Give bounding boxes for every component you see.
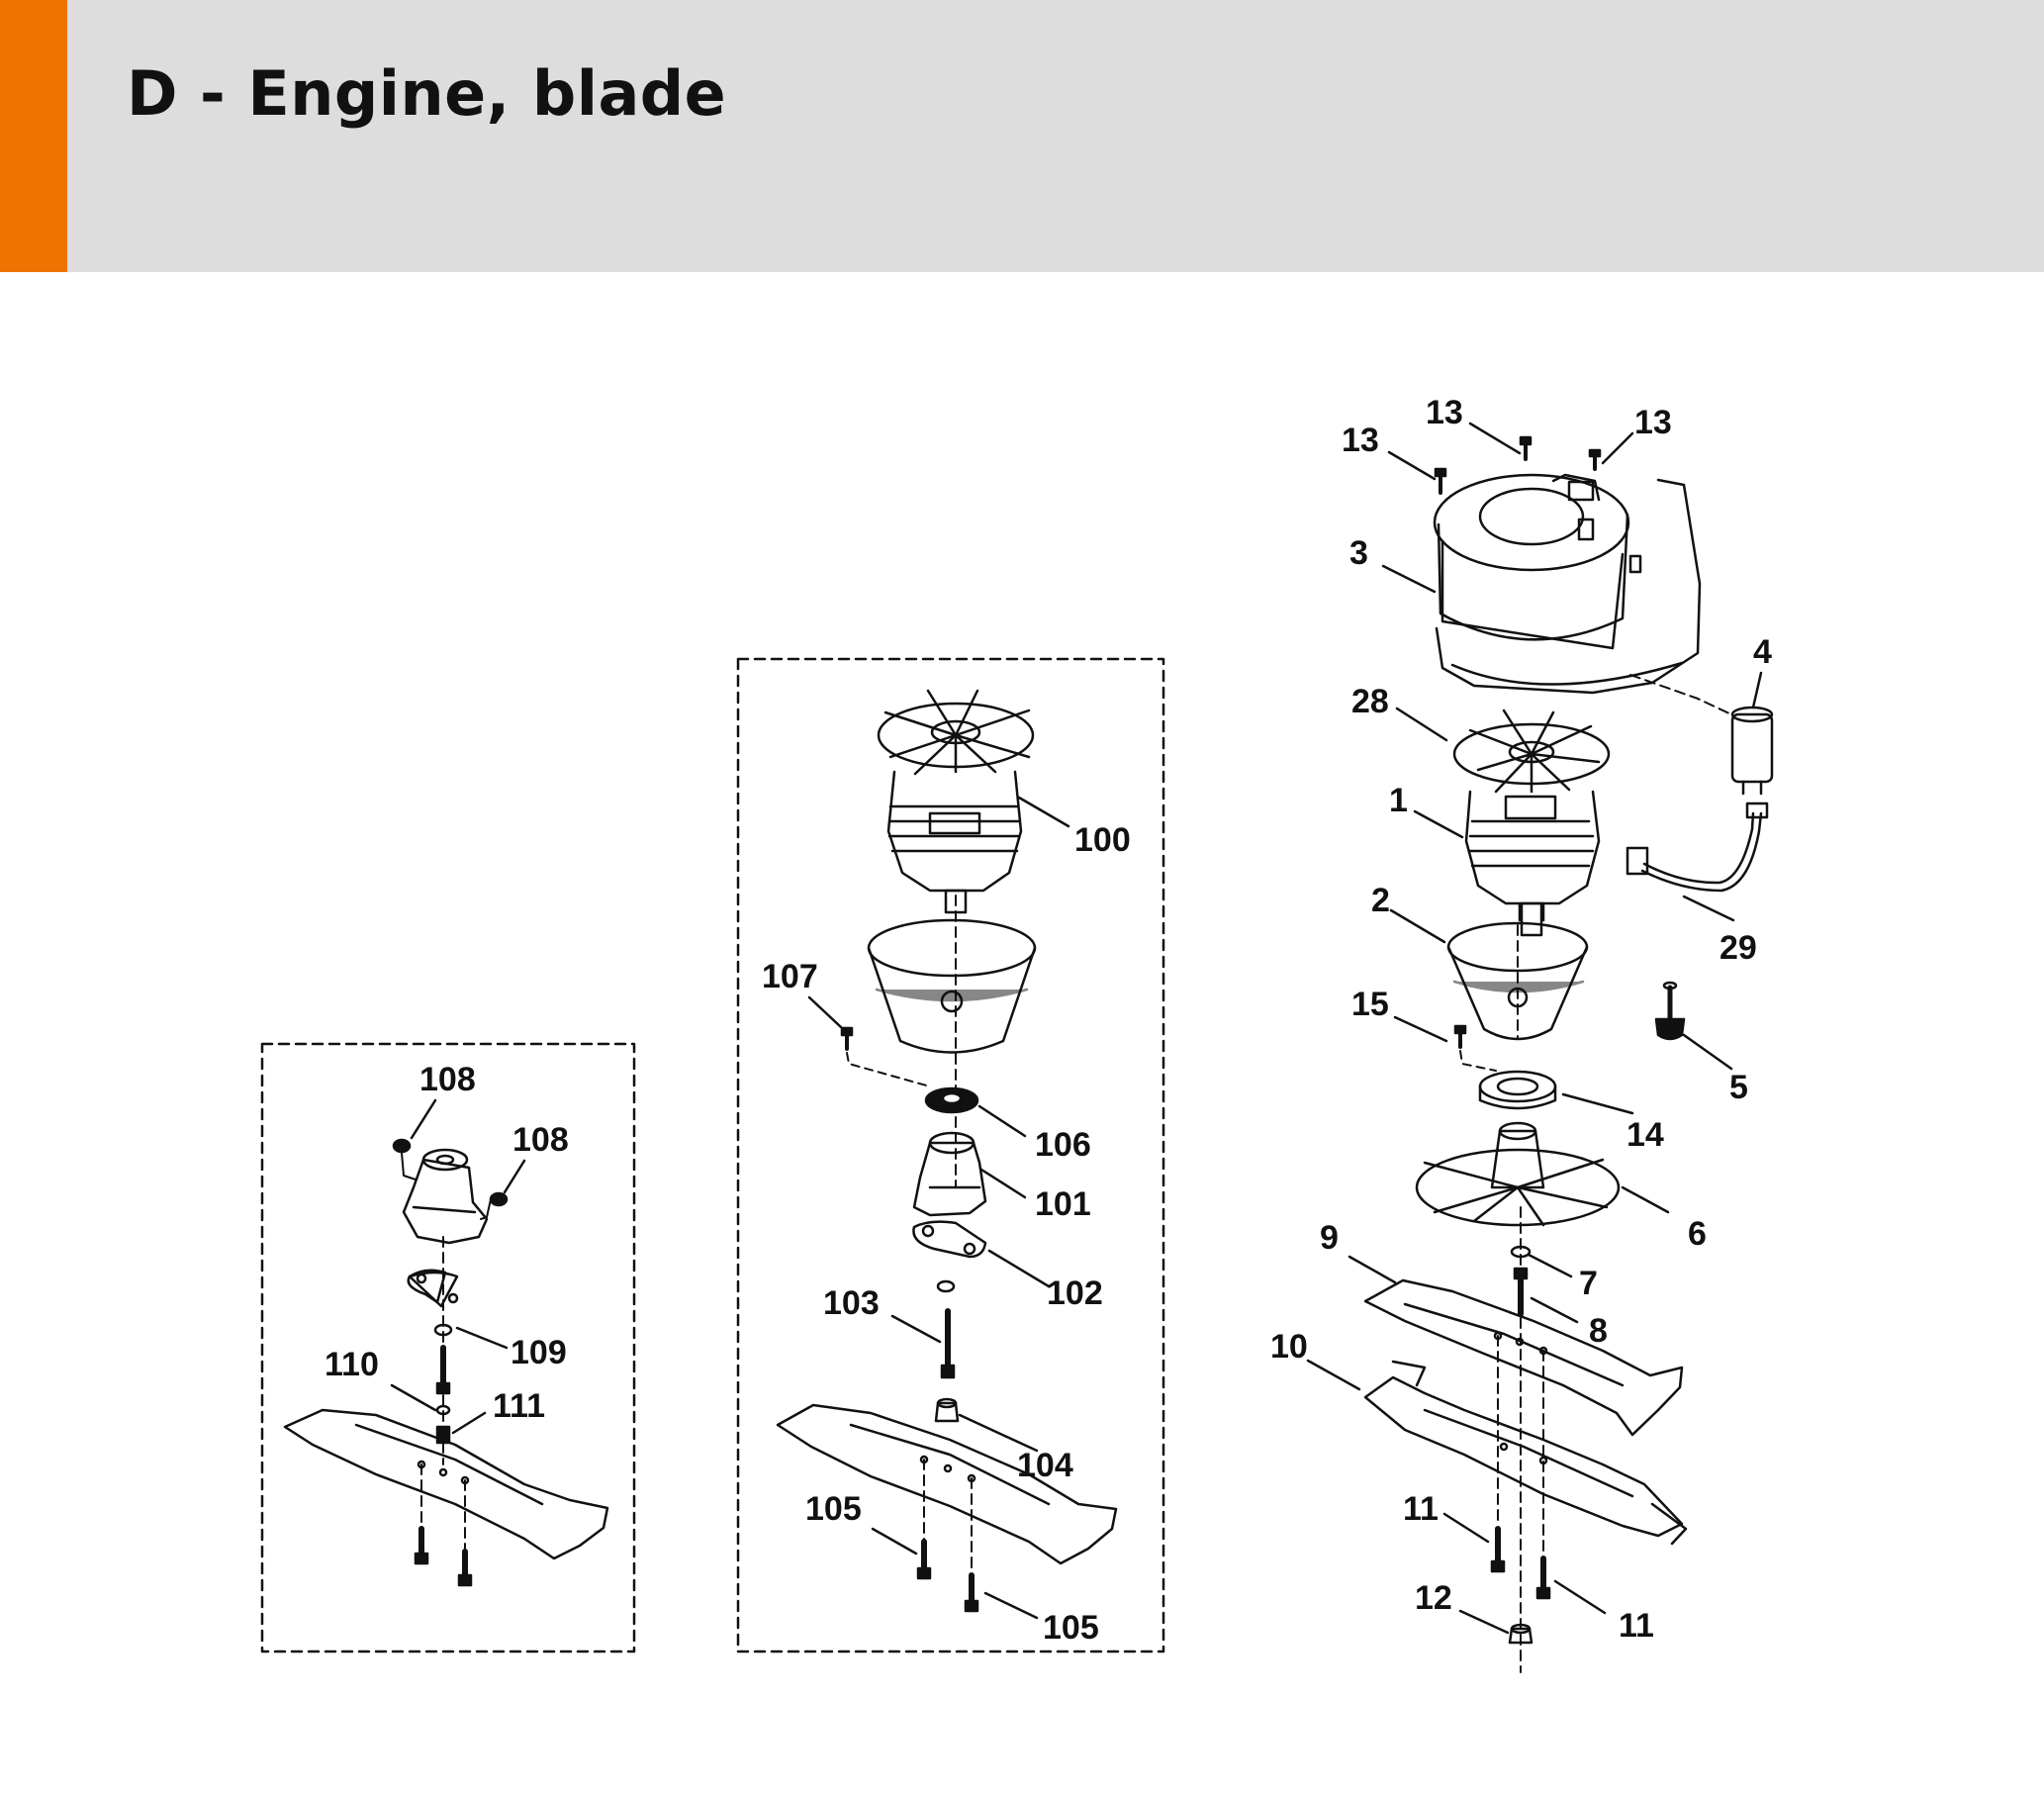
callout-15: 15 (1351, 986, 1389, 1023)
accent-stripe (0, 0, 67, 272)
callout-13-left: 13 (1342, 422, 1379, 459)
page-title: D - Engine, blade (127, 57, 727, 130)
callout-109: 109 (511, 1334, 567, 1371)
capacitor-4 (1730, 706, 1774, 796)
callout-111: 111 (493, 1387, 545, 1425)
callout-5: 5 (1729, 1069, 1748, 1106)
callout-105-right: 105 (1043, 1609, 1099, 1647)
connection-line-108-right (480, 1198, 492, 1220)
leader-lines (390, 422, 1763, 1635)
callout-7: 7 (1579, 1265, 1598, 1302)
callout-12: 12 (1415, 1579, 1452, 1617)
callout-10: 10 (1270, 1328, 1308, 1366)
callout-1: 1 (1389, 782, 1408, 819)
screw-13-right (1588, 448, 1602, 471)
washer-small-middle (936, 1279, 956, 1293)
washer-106 (924, 1086, 979, 1114)
callout-8: 8 (1589, 1312, 1608, 1350)
callout-labels: 13 13 13 3 4 28 1 2 29 15 5 14 6 9 7 8 1… (325, 394, 1772, 1647)
callout-29: 29 (1719, 929, 1757, 967)
blade-middle (776, 1403, 1118, 1565)
callout-13-right: 13 (1634, 404, 1672, 441)
gasket-left (407, 1269, 459, 1308)
callout-4: 4 (1753, 633, 1772, 671)
nut-12 (1508, 1623, 1533, 1645)
connection-line-108-top (401, 1152, 417, 1180)
coupling-14 (1478, 1070, 1557, 1110)
callout-103: 103 (823, 1284, 880, 1322)
callout-107: 107 (762, 958, 818, 995)
screw-13-left (1434, 467, 1447, 495)
bolt-103 (940, 1308, 956, 1379)
bolt-105-right (964, 1572, 979, 1613)
screw-15 (1453, 1024, 1467, 1049)
callout-108-right: 108 (512, 1121, 569, 1159)
callout-28: 28 (1351, 683, 1389, 720)
callout-3: 3 (1349, 534, 1368, 572)
group-frame-middle (736, 657, 1165, 1653)
callout-101: 101 (1035, 1185, 1091, 1223)
callout-106: 106 (1035, 1126, 1091, 1164)
connection-line-15 (1459, 1050, 1497, 1072)
screw-13-center (1519, 435, 1533, 461)
motor-1 (1464, 790, 1601, 937)
bolt-11-left (1490, 1526, 1506, 1573)
bolt-105-left (916, 1539, 932, 1580)
callout-13-center: 13 (1426, 394, 1463, 431)
screw-107 (840, 1026, 854, 1051)
callout-2: 2 (1371, 882, 1390, 919)
connection-line-107 (846, 1052, 931, 1087)
callout-6: 6 (1688, 1215, 1707, 1253)
connection-line-capacitor (1629, 674, 1732, 715)
blade-holder-left (402, 1148, 489, 1245)
cable-29 (1626, 802, 1769, 893)
fan-rotor-28 (1452, 708, 1611, 794)
spacer-104 (934, 1397, 960, 1423)
nut-108-right (489, 1191, 509, 1207)
callout-11-left: 11 (1403, 1490, 1439, 1528)
impeller-6 (1415, 1121, 1621, 1227)
blade-left (283, 1408, 609, 1560)
callout-104: 104 (1017, 1447, 1073, 1484)
motor-housing-3 (1433, 473, 1702, 695)
blade-holder-101 (912, 1131, 987, 1217)
callout-102: 102 (1047, 1274, 1103, 1312)
callout-108-top: 108 (419, 1061, 476, 1098)
bolt-left-2 (457, 1549, 473, 1587)
bolt-11-right (1535, 1556, 1551, 1600)
callout-105-left: 105 (805, 1490, 862, 1528)
bolt-110 (435, 1345, 451, 1395)
callout-100: 100 (1074, 821, 1131, 859)
fan-housing-2 (1446, 921, 1589, 1041)
nut-108-top (392, 1138, 412, 1154)
gasket-102 (912, 1220, 987, 1259)
header-bar: D - Engine, blade (0, 0, 2044, 272)
callout-11-right: 11 (1619, 1607, 1654, 1645)
adjust-knob-5 (1654, 981, 1686, 1041)
group-frame-left (260, 1042, 636, 1653)
blade-10 (1363, 1360, 1688, 1546)
motor-100 (877, 689, 1035, 914)
callout-110: 110 (325, 1346, 379, 1383)
bolt-left-1 (414, 1526, 429, 1565)
callout-9: 9 (1320, 1219, 1339, 1257)
fan-housing-middle (867, 918, 1037, 1054)
callout-14: 14 (1626, 1116, 1664, 1154)
